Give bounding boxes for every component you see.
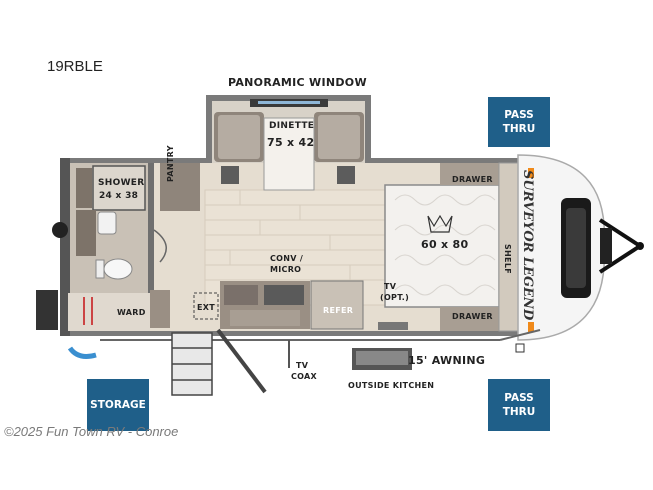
vanity-cabinet [76, 210, 96, 256]
bath-wall [148, 163, 154, 298]
drawer-bottom-label: DRAWER [452, 312, 493, 321]
wardrobe-hangers [83, 297, 93, 325]
pass-thru-bottom-line1: PASS [504, 392, 534, 404]
refer-label: REFER [323, 306, 354, 315]
toilet-tank [95, 259, 105, 279]
dinette-leg-right [337, 166, 355, 184]
wardrobe [68, 293, 150, 331]
pantry-cabinet [160, 163, 200, 211]
shower-size-label: 24 x 38 [99, 191, 139, 201]
pass-thru-badge-bottom: PASS THRU [488, 379, 550, 431]
pass-thru-badge-top: PASS THRU [488, 97, 550, 147]
tv-label-1: TV [384, 282, 397, 291]
awning-label: 15' AWNING [408, 354, 486, 367]
shower-cabinet [76, 168, 92, 208]
sink-basin [224, 285, 258, 305]
sink [97, 211, 117, 235]
shelf-label: SHELF [503, 244, 512, 274]
dinette-leg-left [221, 166, 239, 184]
storage-label: STORAGE [90, 399, 146, 411]
outside-kitchen-label: OUTSIDE KITCHEN [348, 381, 435, 390]
tv-coax-label-1: TV [296, 361, 309, 370]
pantry-label: PANTRY [166, 145, 175, 182]
entry-door [216, 328, 267, 394]
drawer-top-label: DRAWER [452, 175, 493, 184]
bed-size-label: 60 x 80 [421, 238, 469, 251]
tv-mount [378, 322, 408, 330]
entry-steps [171, 332, 213, 396]
rear-rack [36, 290, 58, 330]
crown-icon [427, 214, 453, 233]
dinette-label: DINETTE [269, 121, 315, 131]
ext-label: EXT [197, 303, 215, 312]
rear-light [52, 222, 68, 238]
watermark: ©2025 Fun Town RV - Conroe [4, 424, 179, 439]
conv-micro-label-1: CONV / [270, 254, 304, 263]
conv-micro-label-2: MICRO [270, 265, 302, 274]
toilet [103, 258, 133, 280]
marker-light-bottom [528, 322, 534, 332]
tv-label-2: (OPT.) [380, 293, 410, 302]
dinette-table [263, 117, 315, 191]
nightstand-top [440, 163, 500, 185]
nightstand-bottom [440, 307, 500, 331]
model-name: 19RBLE [47, 58, 103, 75]
panoramic-window-label: PANORAMIC WINDOW [228, 76, 367, 89]
hose-icon [67, 346, 97, 359]
refrigerator [310, 280, 364, 330]
storage-badge: STORAGE [87, 379, 149, 431]
marker-light-top [528, 168, 534, 178]
pass-thru-bottom-line2: THRU [502, 406, 536, 418]
pass-thru-top-line2: THRU [502, 123, 536, 135]
bath-door-swing [153, 229, 167, 263]
wardrobe-side [150, 290, 170, 328]
side-marker [515, 343, 525, 353]
brand-logo: SURVEYOR LEGEND [520, 170, 535, 321]
stovetop [264, 285, 304, 305]
panoramic-window-glass [258, 101, 320, 104]
ext-box [193, 292, 219, 320]
hitch-icon [598, 218, 642, 274]
tv-coax-label-2: COAX [291, 372, 318, 381]
shower-label: SHOWER [98, 178, 145, 188]
rear-wall [60, 158, 70, 336]
pass-thru-top-line1: PASS [504, 109, 534, 121]
ward-label: WARD [117, 308, 146, 317]
dinette-size-label: 75 x 42 [267, 136, 315, 149]
shower-area [92, 165, 146, 211]
